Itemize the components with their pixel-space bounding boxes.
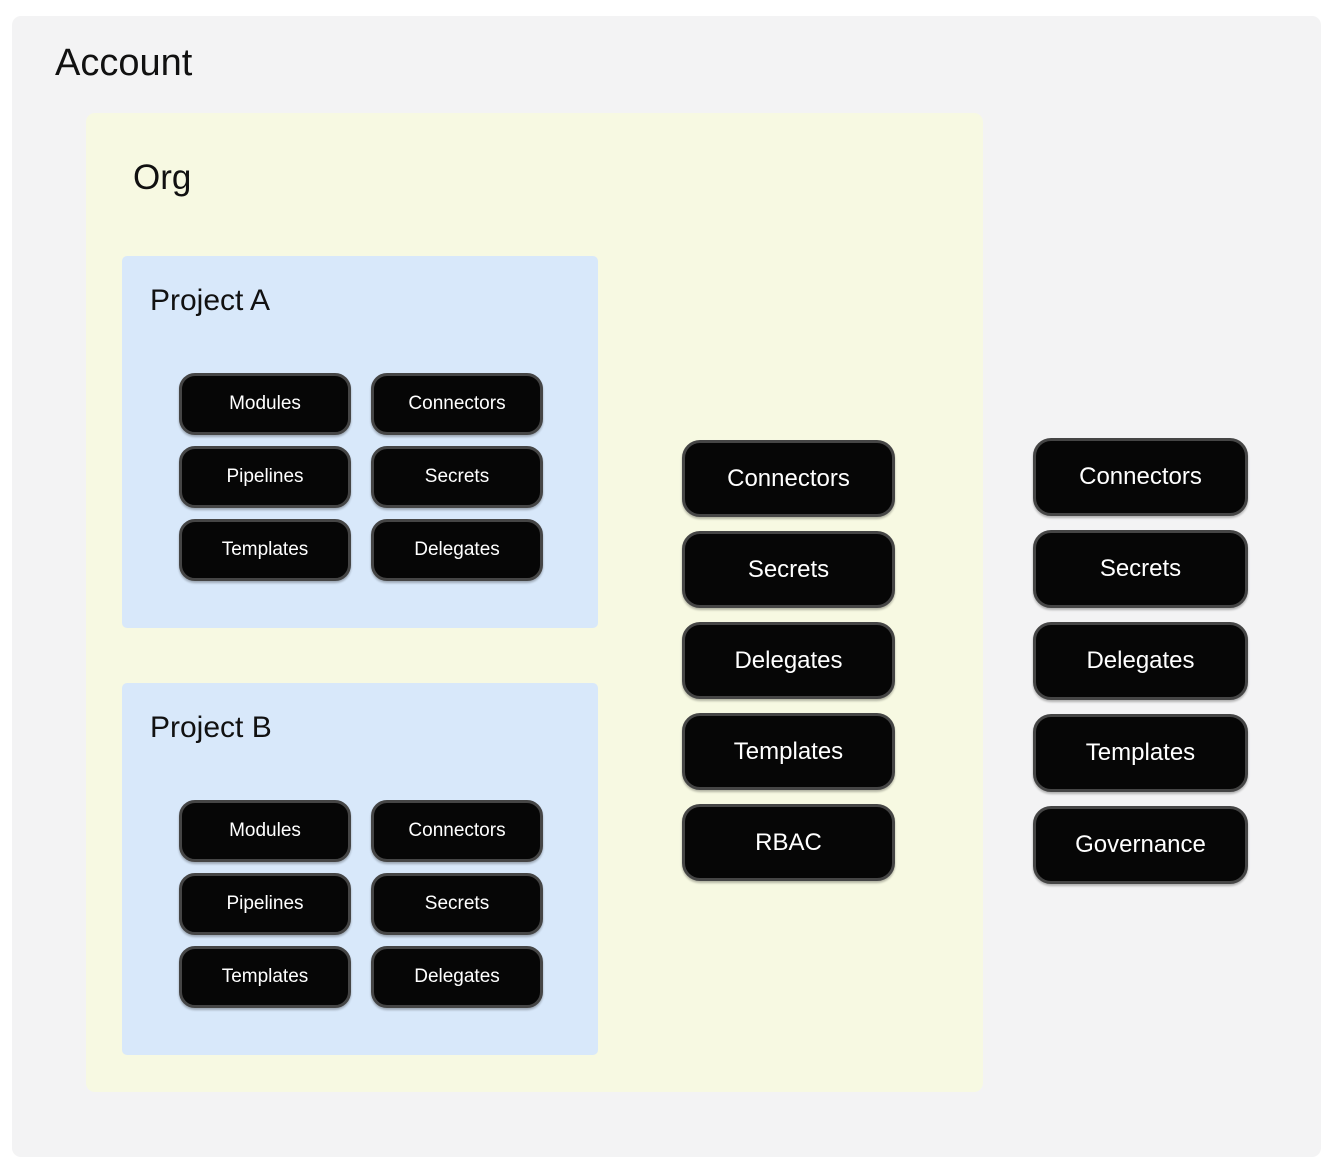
resource-pill-delegates: Delegates (371, 946, 543, 1008)
project-b-resource-grid: Modules Connectors Pipelines Secrets Tem… (179, 800, 543, 1008)
resource-pill-templates: Templates (682, 713, 895, 790)
resource-pill-connectors: Connectors (371, 800, 543, 862)
resource-pill-secrets: Secrets (682, 531, 895, 608)
resource-pill-rbac: RBAC (682, 804, 895, 881)
resource-pill-secrets: Secrets (371, 873, 543, 935)
resource-pill-connectors: Connectors (371, 373, 543, 435)
resource-pill-secrets: Secrets (371, 446, 543, 508)
resource-pill-connectors: Connectors (1033, 438, 1248, 516)
resource-pill-templates: Templates (179, 519, 351, 581)
resource-pill-delegates: Delegates (371, 519, 543, 581)
project-b-title: Project B (150, 711, 272, 744)
resource-pill-delegates: Delegates (1033, 622, 1248, 700)
project-a-resource-grid: Modules Connectors Pipelines Secrets Tem… (179, 373, 543, 581)
org-container: Org Project A Modules Connectors Pipelin… (86, 113, 983, 1092)
account-resource-column: Connectors Secrets Delegates Templates G… (1033, 438, 1248, 884)
resource-pill-templates: Templates (1033, 714, 1248, 792)
account-title: Account (55, 42, 193, 84)
resource-pill-modules: Modules (179, 800, 351, 862)
resource-pill-pipelines: Pipelines (179, 446, 351, 508)
account-container: Account Org Project A Modules Connectors… (12, 16, 1321, 1157)
resource-pill-connectors: Connectors (682, 440, 895, 517)
project-a-title: Project A (150, 284, 271, 317)
resource-pill-pipelines: Pipelines (179, 873, 351, 935)
project-a-container: Project A Modules Connectors Pipelines S… (122, 256, 598, 628)
resource-pill-delegates: Delegates (682, 622, 895, 699)
resource-pill-secrets: Secrets (1033, 530, 1248, 608)
org-title: Org (133, 158, 192, 197)
resource-pill-modules: Modules (179, 373, 351, 435)
org-resource-column: Connectors Secrets Delegates Templates R… (682, 440, 895, 881)
resource-pill-templates: Templates (179, 946, 351, 1008)
project-b-container: Project B Modules Connectors Pipelines S… (122, 683, 598, 1055)
resource-pill-governance: Governance (1033, 806, 1248, 884)
